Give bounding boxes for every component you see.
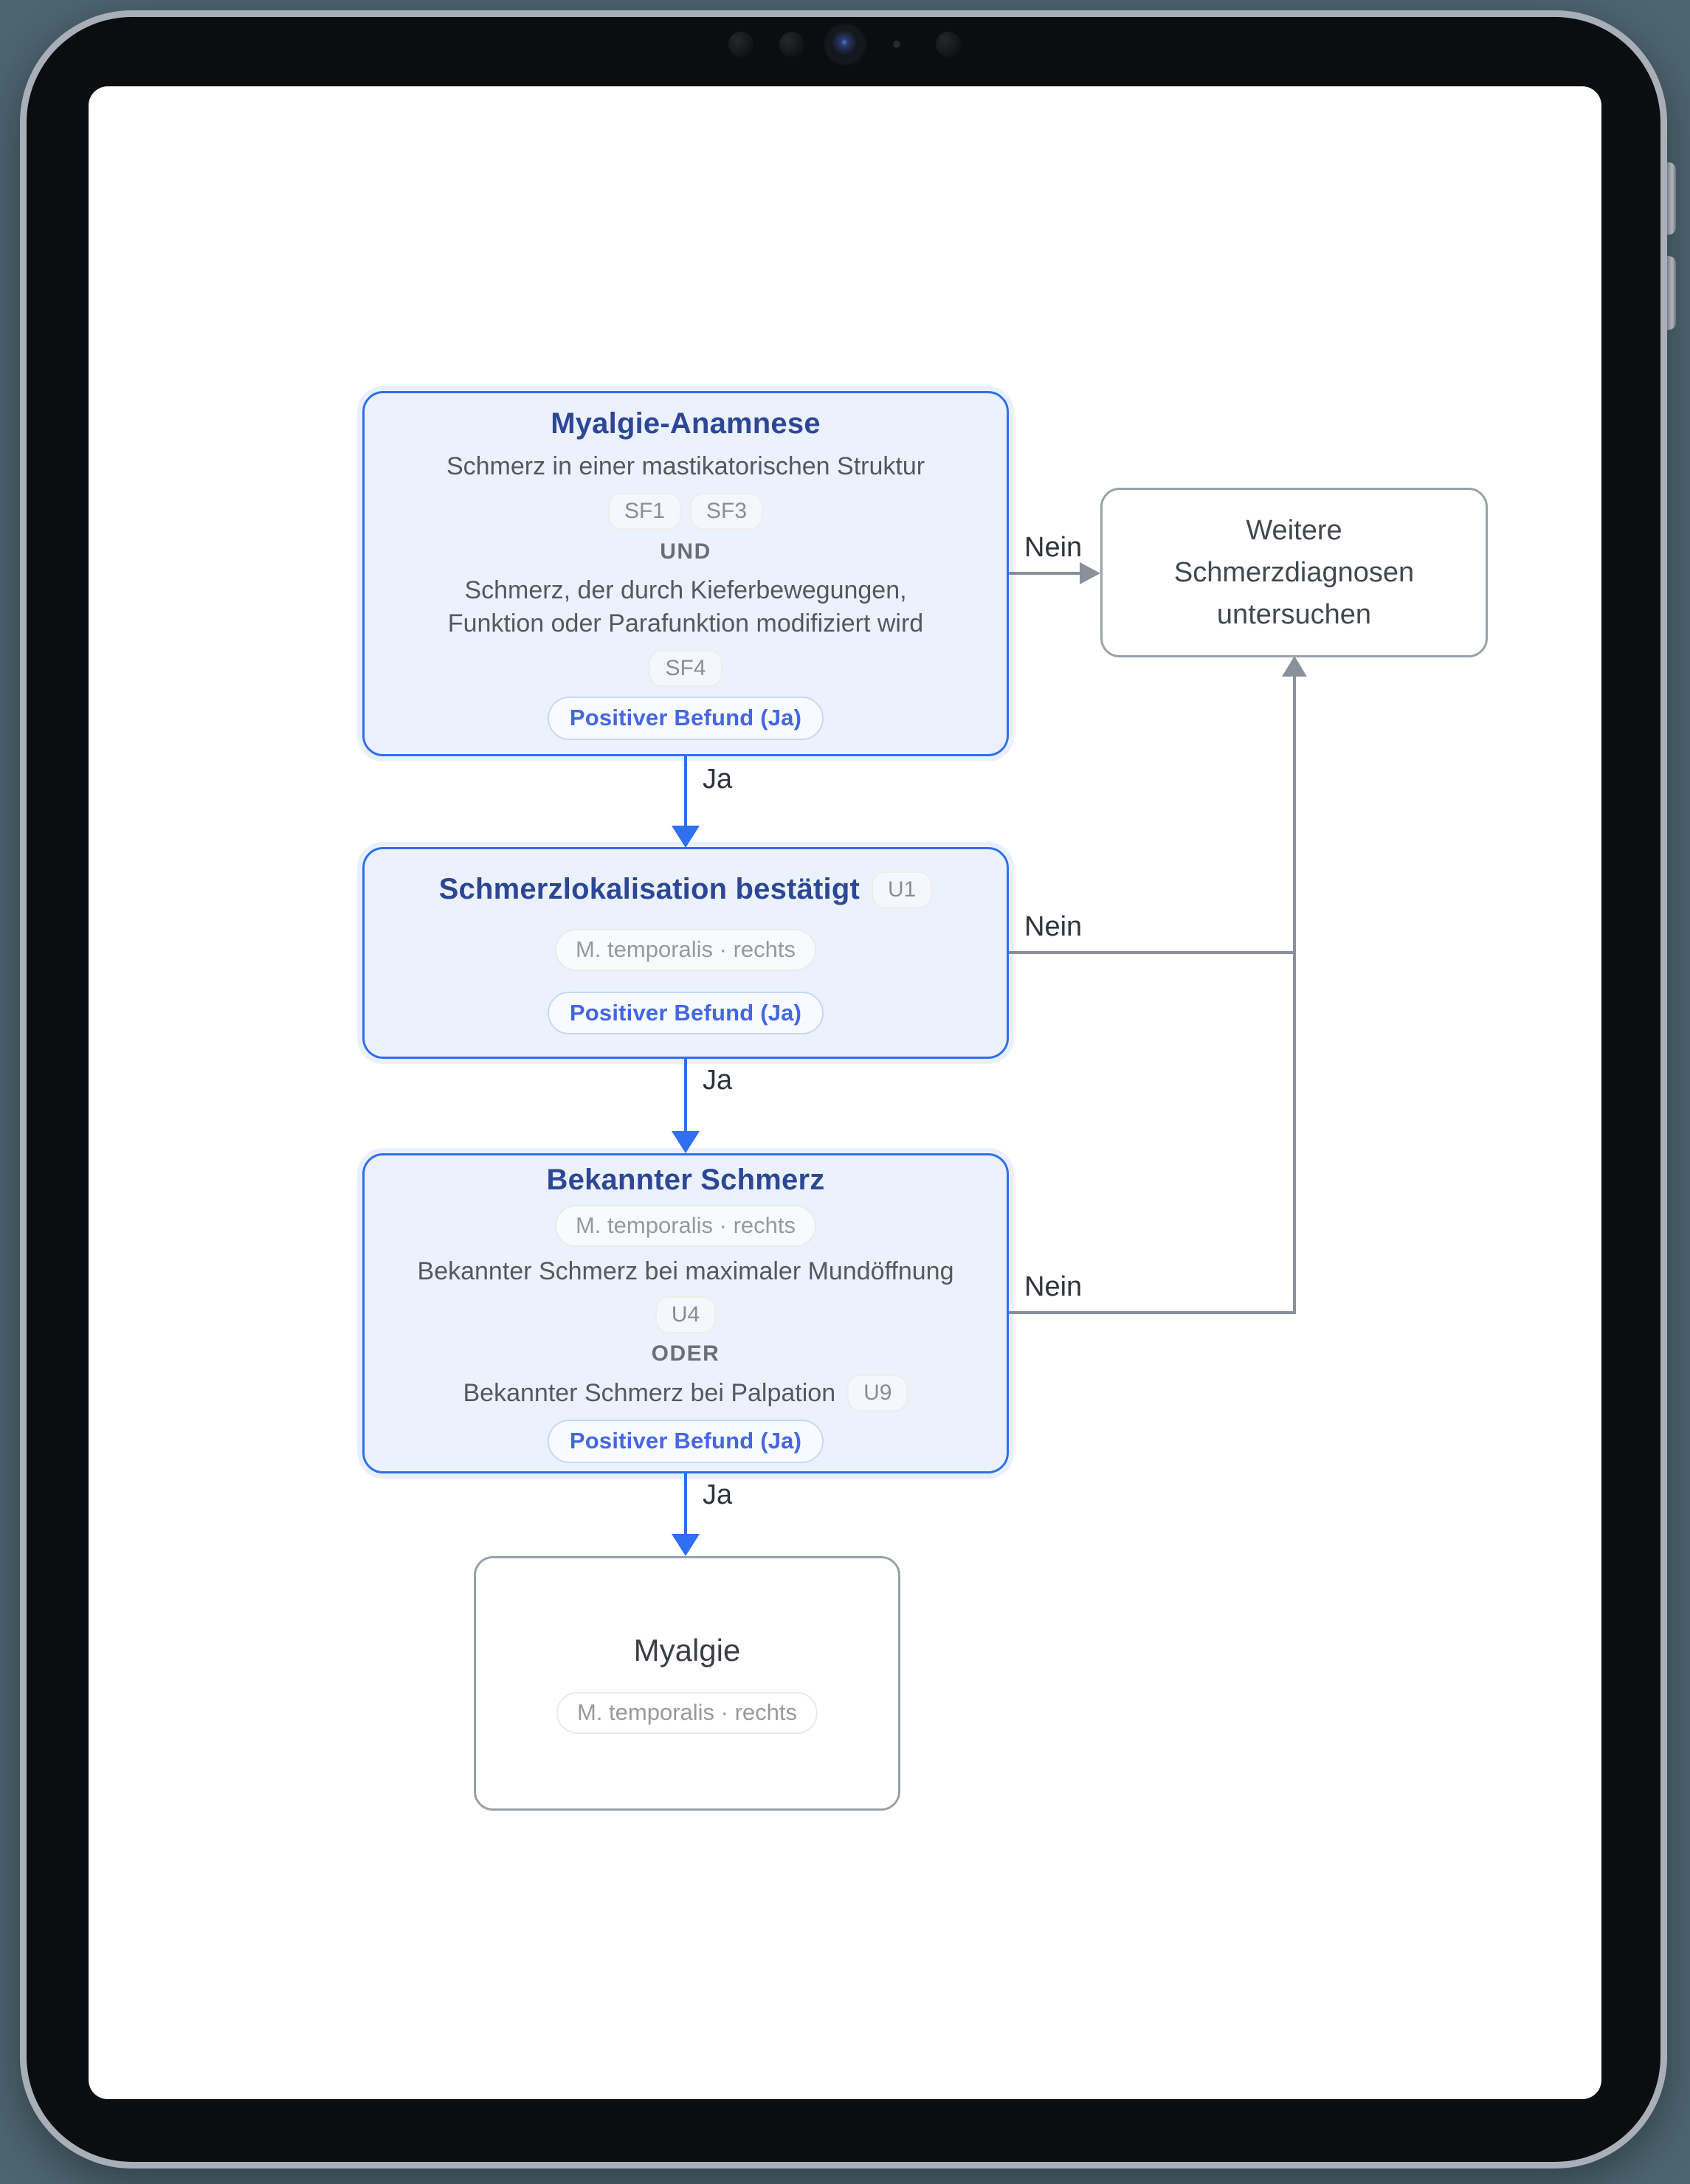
location-badge: M. temporalis · rechts: [556, 1692, 818, 1734]
front-sensor-icon: [779, 32, 804, 57]
code-chip-u9: U9: [847, 1374, 908, 1411]
edge-nein-bekannter-schmerz: [1009, 1311, 1296, 1314]
edge-ja-lokalisation: [684, 1059, 687, 1133]
tablet-device: Ja Ja Ja Nein Nein Nein Myalgie-Anamnese…: [20, 10, 1667, 2169]
arrowhead-up-icon: [1282, 656, 1307, 677]
edge-label-nein: Nein: [1024, 1271, 1083, 1302]
operator-label: UND: [660, 539, 711, 564]
node-myalgie-anamnese[interactable]: Myalgie-Anamnese Schmerz in einer mastik…: [362, 391, 1009, 756]
microphone-icon: [893, 41, 900, 48]
node-schmerzlokalisation[interactable]: Schmerzlokalisation bestätigt U1 M. temp…: [362, 847, 1009, 1059]
edge-label-nein: Nein: [1024, 532, 1083, 563]
code-chip-sf1: SF1: [607, 493, 681, 531]
arrowhead-down-icon: [672, 1534, 700, 1556]
edge-nein-junction: [1293, 675, 1296, 1314]
arrowhead-right-icon: [1080, 562, 1100, 584]
arrowhead-down-icon: [672, 1131, 700, 1153]
front-sensor-icon: [936, 32, 961, 57]
code-chip-u4: U4: [655, 1296, 717, 1333]
edge-ja-anamnese: [684, 756, 687, 827]
criterion-text: Schmerz, der durch Kieferbewegungen, Fun…: [447, 576, 924, 638]
front-sensor-icon: [728, 32, 753, 57]
location-badge: M. temporalis · rechts: [554, 928, 816, 971]
positive-result-badge: Positiver Befund (Ja): [547, 696, 824, 740]
node-bekannter-schmerz[interactable]: Bekannter Schmerz M. temporalis · rechts…: [362, 1153, 1009, 1473]
positive-result-badge: Positiver Befund (Ja): [547, 991, 824, 1035]
node-title: Myalgie-Anamnese: [551, 407, 821, 440]
edge-label-nein: Nein: [1024, 911, 1083, 942]
operator-label: ODER: [651, 1341, 720, 1366]
node-weitere-schmerzdiagnosen[interactable]: Weitere Schmerzdiagnosen untersuchen: [1100, 488, 1488, 657]
edge-nein-anamnese: [1009, 572, 1081, 575]
node-myalgie-diagnose[interactable]: Myalgie M. temporalis · rechts: [474, 1556, 900, 1811]
node-title: Schmerzlokalisation bestätigt: [438, 873, 860, 906]
code-chip-sf3: SF3: [690, 493, 764, 531]
location-badge: M. temporalis · rechts: [554, 1205, 816, 1248]
edge-label-ja: Ja: [703, 1479, 733, 1510]
edge-ja-bekannter-schmerz: [684, 1473, 687, 1535]
code-chip-sf4: SF4: [649, 649, 722, 687]
criterion-text: Bekannter Schmerz bei Palpation: [463, 1378, 836, 1407]
node-title: Weitere Schmerzdiagnosen untersuchen: [1173, 514, 1415, 630]
node-title: Bekannter Schmerz: [546, 1164, 825, 1197]
edge-label-ja: Ja: [703, 764, 733, 795]
node-title: Myalgie: [633, 1633, 741, 1668]
arrowhead-down-icon: [672, 826, 700, 848]
code-chip-u1: U1: [872, 871, 933, 908]
edge-label-ja: Ja: [703, 1065, 733, 1096]
edge-nein-lokalisation: [1009, 951, 1296, 954]
criterion-text: Bekannter Schmerz bei maximaler Mundöffn…: [417, 1257, 954, 1286]
tablet-screen: Ja Ja Ja Nein Nein Nein Myalgie-Anamnese…: [89, 86, 1601, 2099]
positive-result-badge: Positiver Befund (Ja): [547, 1419, 824, 1463]
front-camera-icon: [826, 25, 864, 63]
criterion-text: Schmerz in einer mastikatorischen Strukt…: [446, 452, 925, 481]
